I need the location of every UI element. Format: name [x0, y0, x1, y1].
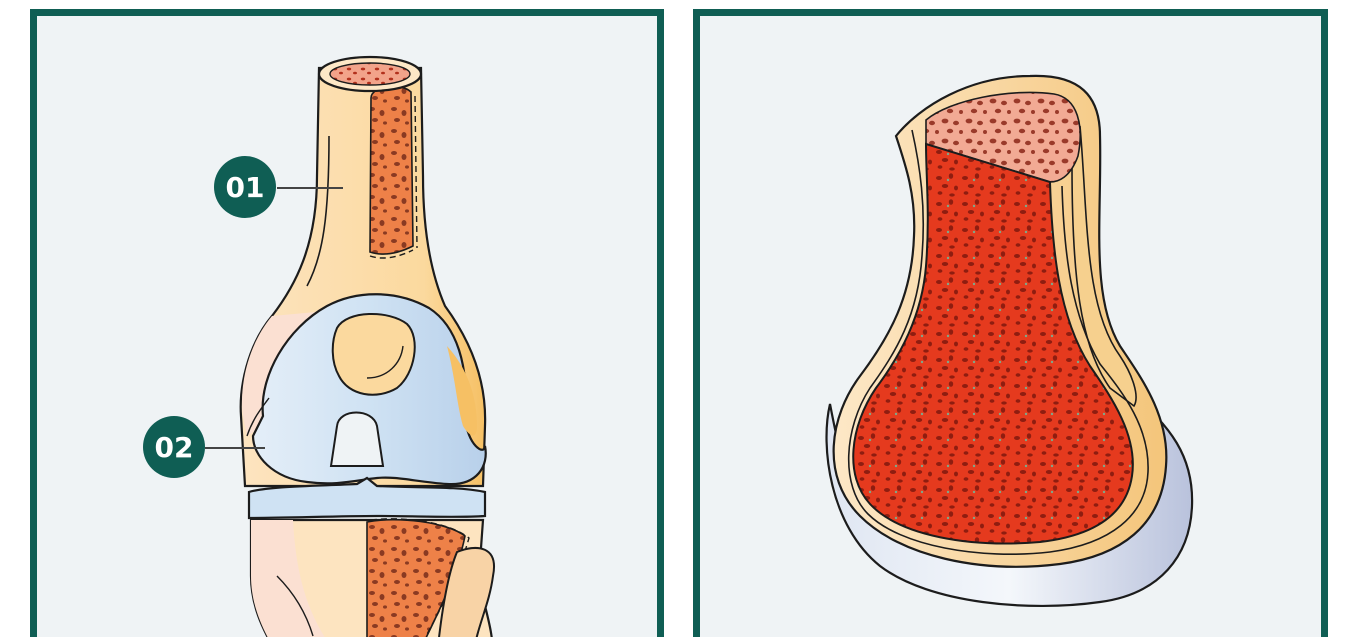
bone-cross-section-illustration — [700, 16, 1321, 637]
callout-01-label: 01 — [226, 171, 265, 204]
knee-joint-panel: 01 02 — [30, 9, 664, 637]
knee-joint-illustration: 01 02 — [37, 16, 657, 637]
tibia — [251, 519, 494, 637]
callout-02-label: 02 — [155, 431, 194, 464]
bone-cross-section-panel — [693, 9, 1328, 637]
